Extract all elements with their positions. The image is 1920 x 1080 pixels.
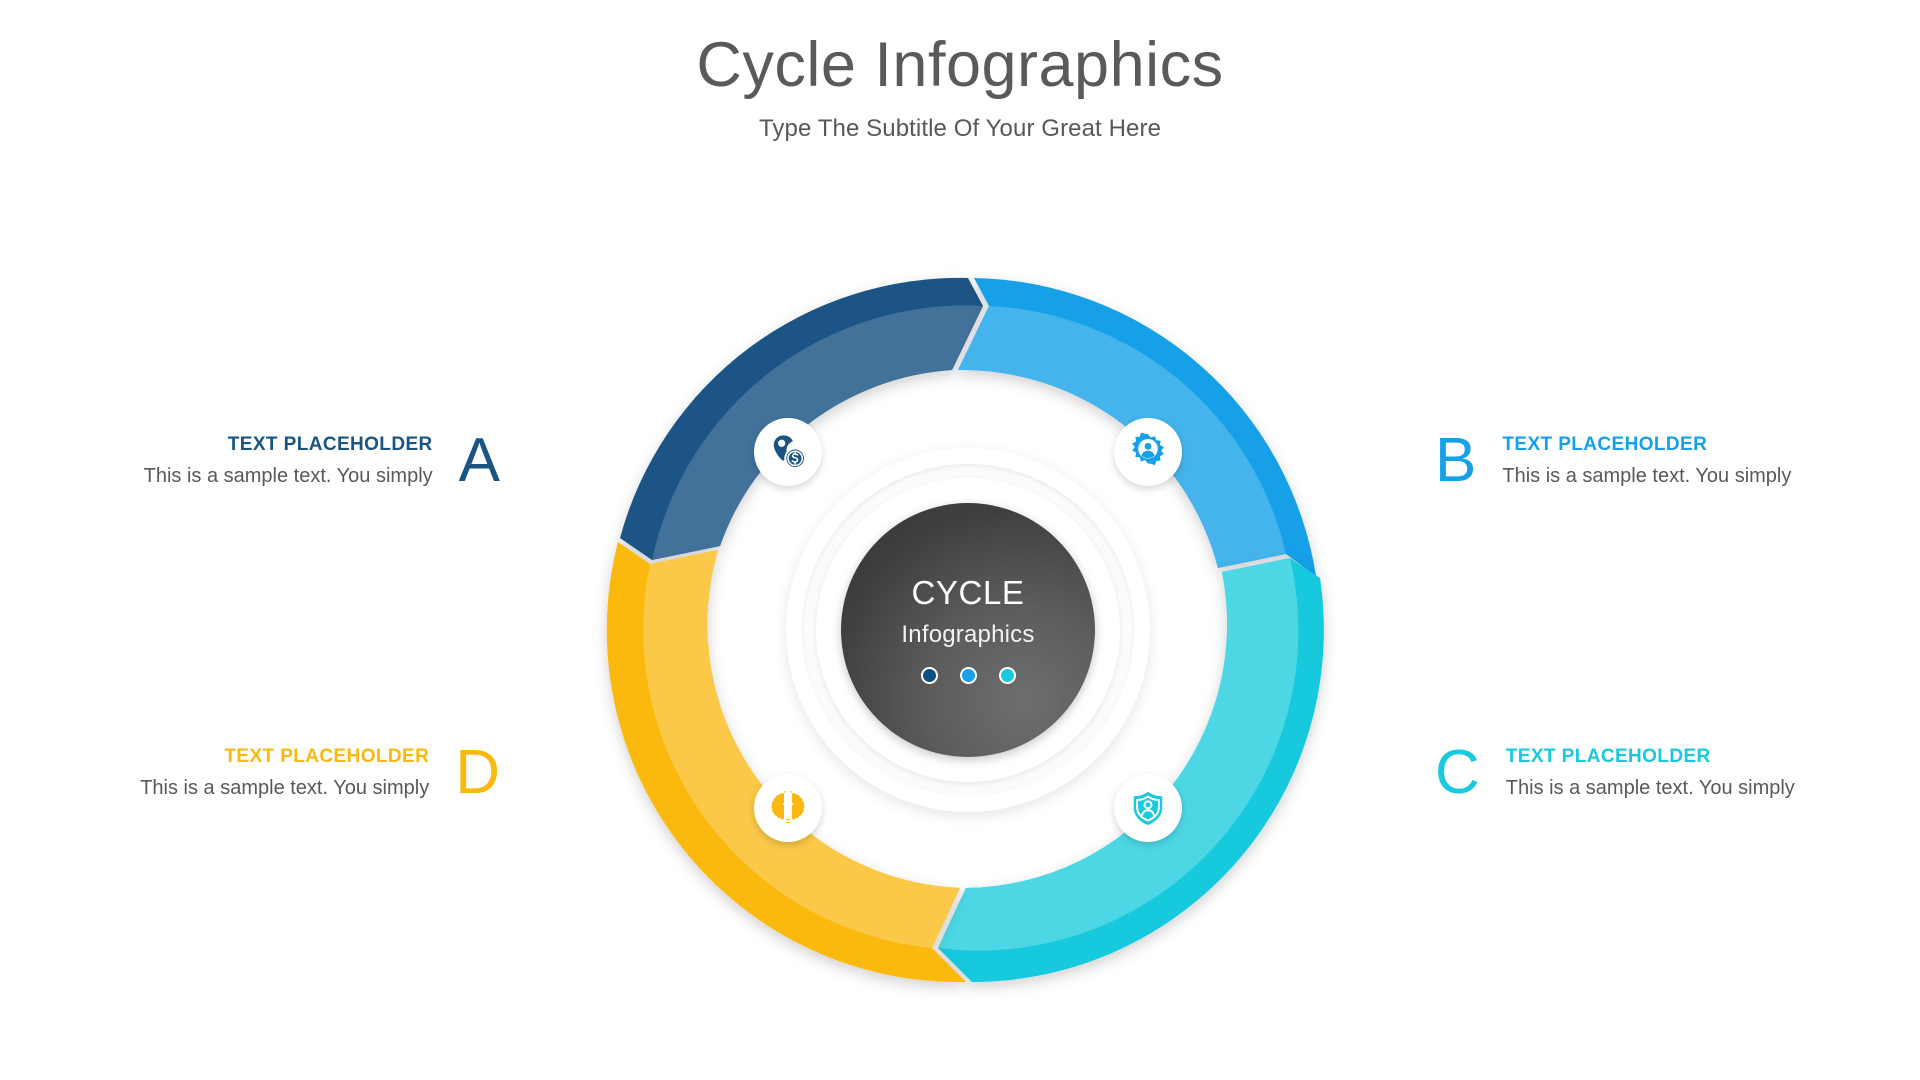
- brain-idea-icon: [771, 791, 805, 826]
- cycle-hub-ring-inner: CYCLE Infographics: [816, 478, 1120, 782]
- cycle-icon-bubble-a[interactable]: [754, 418, 822, 486]
- legend-heading-a: TEXT PLACEHOLDER: [227, 433, 433, 455]
- legend-description-b: This is a sample text. You simply: [1502, 465, 1792, 488]
- legend-letter-c: C: [1435, 738, 1480, 807]
- cycle-hub-dot-2[interactable]: [959, 667, 977, 684]
- cycle-hub-ring-outer: CYCLE Infographics: [802, 464, 1134, 796]
- legend-item-d[interactable]: TEXT PLACEHOLDER This is a sample text. …: [60, 742, 500, 804]
- cycle-hub-dot-1[interactable]: [920, 667, 938, 684]
- cycle-hub-dots: [920, 667, 1016, 684]
- legend-description-c: This is a sample text. You simply: [1505, 777, 1795, 800]
- legend-text-a: TEXT PLACEHOLDER This is a sample text. …: [144, 434, 433, 489]
- legend-heading-b: TEXT PLACEHOLDER: [1502, 433, 1708, 455]
- cycle-segment-a-inner: [652, 305, 983, 560]
- page-header: Cycle Infographics Type The Subtitle Of …: [0, 30, 1920, 143]
- money-pin-icon: [773, 435, 806, 470]
- legend-text-d: TEXT PLACEHOLDER This is a sample text. …: [140, 746, 429, 801]
- cycle-icon-bubble-c[interactable]: [1114, 774, 1182, 842]
- page-title: Cycle Infographics: [696, 30, 1224, 100]
- cycle-segment-b-inner: [958, 306, 1286, 568]
- legend-item-a[interactable]: TEXT PLACEHOLDER This is a sample text. …: [60, 430, 500, 492]
- legend-heading-d: TEXT PLACEHOLDER: [224, 745, 430, 767]
- cycle-hub-subtitle: Infographics: [901, 621, 1035, 648]
- cycle-hub-dot-3[interactable]: [998, 667, 1016, 684]
- cycle-segment-a[interactable]: [620, 277, 983, 560]
- page-subtitle: Type The Subtitle Of Your Great Here: [758, 114, 1162, 142]
- cycle-segment-c-inner: [938, 558, 1299, 951]
- cycle-center-hub: CYCLE Infographics: [786, 448, 1150, 812]
- cycle-hub-title: CYCLE: [911, 574, 1025, 611]
- legend-text-b: TEXT PLACEHOLDER This is a sample text. …: [1502, 434, 1791, 489]
- legend-letter-d: D: [455, 738, 500, 807]
- cycle-donut-svg: [606, 277, 1324, 983]
- legend-item-b[interactable]: B TEXT PLACEHOLDER This is a sample text…: [1435, 430, 1875, 492]
- cycle-diagram: CYCLE Infographics: [606, 270, 1328, 990]
- legend-description-d: This is a sample text. You simply: [140, 777, 430, 800]
- user-gear-icon: [1132, 433, 1164, 466]
- cycle-icon-bubble-b[interactable]: [1114, 418, 1182, 486]
- cycle-segment-d[interactable]: [606, 542, 966, 983]
- legend-description-a: This is a sample text. You simply: [143, 465, 433, 488]
- legend-heading-c: TEXT PLACEHOLDER: [1505, 745, 1711, 767]
- legend-letter-b: B: [1435, 426, 1477, 495]
- cycle-icon-bubble-d[interactable]: [754, 774, 822, 842]
- cycle-hub-core: CYCLE Infographics: [841, 503, 1095, 757]
- cycle-segment-c[interactable]: [938, 558, 1324, 982]
- legend-letter-a: A: [458, 426, 500, 495]
- cycle-segment-d-inner: [643, 550, 960, 948]
- legend-item-c[interactable]: C TEXT PLACEHOLDER This is a sample text…: [1435, 742, 1875, 804]
- legend-text-c: TEXT PLACEHOLDER This is a sample text. …: [1506, 746, 1795, 801]
- user-shield-icon: [1133, 791, 1163, 826]
